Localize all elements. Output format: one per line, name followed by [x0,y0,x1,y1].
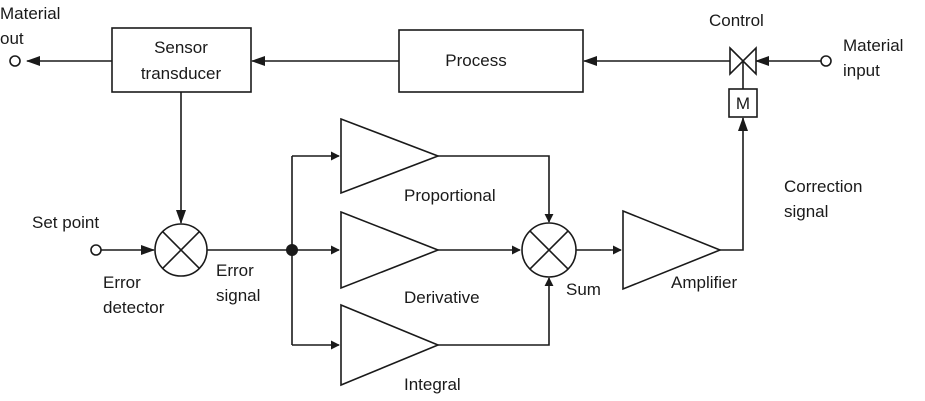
material-out-label-line1: Material [0,4,60,23]
sensor-label-line2: transducer [141,64,222,83]
sum-junction [521,222,577,278]
correction-signal-label-line1: Correction [784,177,862,196]
sum-label: Sum [566,280,601,299]
amplifier-label: Amplifier [671,273,737,292]
material-input-label-line2: input [843,61,880,80]
motor-label: M [736,94,750,113]
derivative-label: Derivative [404,288,480,307]
sensor-label-line1: Sensor [154,38,208,57]
proportional-to-sum [438,155,554,223]
control-label: Control [709,11,764,30]
correction-signal-line [720,117,748,251]
correction-signal-label-line2: signal [784,202,828,221]
error-detector-label-line2: detector [103,298,165,317]
error-signal-label-line1: Error [216,261,254,280]
material-input-label-line1: Material [843,36,903,55]
material-out-label-line2: out [0,29,24,48]
error-detector-label-line1: Error [103,273,141,292]
set-point-terminal [90,244,102,256]
sensor-transducer-block [111,27,252,93]
proportional-label: Proportional [404,186,496,205]
integral-to-sum [438,277,554,346]
set-point-label: Set point [32,213,99,232]
amplifier-block [622,209,723,291]
process-block [398,29,584,93]
material-input-terminal [820,55,832,67]
material-out-terminal [9,55,21,67]
derivative-block [340,210,441,290]
proportional-block [340,117,441,195]
process-label: Process [445,51,506,70]
error-detector-junction [154,223,208,277]
error-signal-label-line2: signal [216,286,260,305]
integral-label: Integral [404,375,461,394]
integral-block [340,303,441,387]
